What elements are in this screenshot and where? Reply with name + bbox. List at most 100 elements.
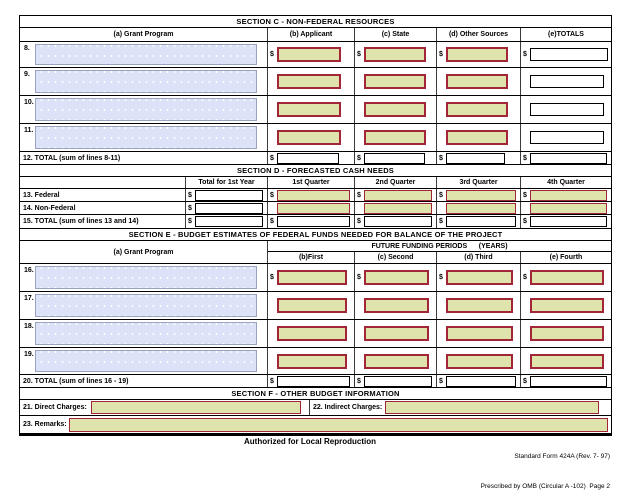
line-11-other-sources-input[interactable] — [446, 130, 508, 145]
line-15-total-1st-year-input[interactable] — [195, 216, 263, 227]
dollar-sign: $ — [439, 377, 443, 385]
line-18-fourth-year-input[interactable] — [530, 326, 604, 341]
line-12-state-input[interactable] — [364, 152, 425, 164]
line-10-grant-program-input[interactable] — [35, 98, 257, 121]
line-16-grant-program-input[interactable] — [35, 266, 257, 289]
line-14-total-1st-year-input[interactable] — [195, 202, 263, 214]
table-row-line-17: 17. — [20, 292, 611, 320]
line-17-fourth-year-input[interactable] — [530, 298, 604, 313]
line-10-other-sources-input[interactable] — [446, 102, 508, 117]
table-row-line-13: 13. Federal $ $ $ $ $ — [20, 189, 611, 202]
line-19-first-year-input[interactable] — [277, 353, 347, 369]
col-header-fourth-year: (e) Fourth — [549, 254, 583, 261]
line-9-state-input[interactable] — [364, 74, 426, 89]
line-19-grant-program-input[interactable] — [35, 350, 257, 372]
line-9-other-sources-input[interactable] — [446, 74, 508, 89]
line-8-other-sources-input[interactable] — [446, 47, 508, 62]
line-11-applicant-input[interactable] — [277, 130, 341, 145]
line-16-third-year-input[interactable] — [446, 270, 513, 285]
line-8-applicant-input[interactable] — [277, 47, 341, 62]
dollar-sign: $ — [357, 154, 361, 162]
line-15-2nd-quarter-input[interactable] — [364, 216, 432, 227]
dollar-sign: $ — [357, 377, 361, 385]
line-20-second-year-input[interactable] — [364, 375, 432, 387]
line-13-3rd-quarter-input[interactable] — [446, 189, 516, 201]
table-row-line-12-total: 12. TOTAL (sum of lines 8-11) $ $ $ $ — [20, 152, 611, 165]
line-17-second-year-input[interactable] — [364, 298, 429, 313]
dollar-sign: $ — [270, 191, 274, 199]
dollar-sign: $ — [439, 218, 443, 225]
empty-header-cell — [20, 177, 186, 188]
section-f-title: SECTION F - OTHER BUDGET INFORMATION — [20, 388, 611, 400]
line-8-state-input[interactable] — [364, 47, 426, 62]
line-14-3rd-quarter-input[interactable] — [446, 202, 516, 214]
line-9-totals-input[interactable] — [530, 75, 604, 88]
line-17-grant-program-input[interactable] — [35, 294, 257, 317]
line-18-grant-program-input[interactable] — [35, 322, 257, 345]
line-19-fourth-year-input[interactable] — [530, 353, 604, 369]
line-10-state-input[interactable] — [364, 102, 426, 117]
line-20-third-year-input[interactable] — [446, 375, 516, 387]
line-14-non-federal-label: 14. Non-Federal — [20, 202, 186, 214]
dollar-sign: $ — [439, 191, 443, 199]
section-e-header-rows: (a) Grant Program FUTURE FUNDING PERIODS… — [20, 241, 611, 264]
line-23-remarks-input[interactable] — [68, 417, 608, 432]
col-header-applicant: (b) Applicant — [268, 28, 355, 41]
line-14-1st-quarter-input[interactable] — [277, 202, 350, 214]
line-number: 10. — [24, 99, 34, 106]
line-11-grant-program-input[interactable] — [35, 126, 257, 149]
line-13-2nd-quarter-input[interactable] — [364, 189, 432, 201]
line-14-4th-quarter-input[interactable] — [530, 202, 607, 214]
line-13-1st-quarter-input[interactable] — [277, 189, 350, 201]
line-15-total-label: 15. TOTAL (sum of lines 13 and 14) — [20, 215, 186, 228]
line-16-first-year-input[interactable] — [277, 270, 347, 285]
line-9-applicant-input[interactable] — [277, 74, 341, 89]
line-13-total-1st-year-input[interactable] — [195, 189, 263, 201]
line-18-second-year-input[interactable] — [364, 326, 429, 341]
line-number: 8. — [24, 45, 30, 52]
col-header-grant-program-e: (a) Grant Program — [20, 241, 268, 263]
line-10-applicant-input[interactable] — [277, 102, 341, 117]
line-12-applicant-input[interactable] — [277, 152, 339, 164]
line-11-totals-input[interactable] — [530, 131, 604, 144]
form-number-line: Standard Form 424A (Rev. 7- 97) — [514, 453, 610, 460]
line-18-first-year-input[interactable] — [277, 326, 347, 341]
section-c-title: SECTION C - NON-FEDERAL RESOURCES — [20, 16, 611, 28]
dollar-sign: $ — [357, 191, 361, 199]
line-19-third-year-input[interactable] — [446, 353, 513, 369]
line-21-direct-charges-input[interactable] — [90, 401, 301, 414]
line-19-second-year-input[interactable] — [364, 353, 429, 369]
line-10-totals-input[interactable] — [530, 103, 604, 116]
line-17-third-year-input[interactable] — [446, 298, 513, 313]
table-row-line-15-total: 15. TOTAL (sum of lines 13 and 14) $ $ $… — [20, 215, 611, 229]
line-11-state-input[interactable] — [364, 130, 426, 145]
dollar-sign: $ — [439, 154, 443, 162]
line-16-fourth-year-input[interactable] — [530, 270, 604, 285]
line-8-totals-input[interactable] — [530, 48, 608, 61]
line-17-first-year-input[interactable] — [277, 298, 347, 313]
line-9-grant-program-input[interactable] — [35, 70, 257, 93]
line-12-totals-input[interactable] — [530, 152, 607, 164]
line-16-second-year-input[interactable] — [364, 270, 429, 285]
dollar-sign: $ — [523, 154, 527, 162]
line-14-2nd-quarter-input[interactable] — [364, 202, 432, 214]
dollar-sign: $ — [357, 51, 361, 58]
line-18-third-year-input[interactable] — [446, 326, 513, 341]
dollar-sign: $ — [188, 191, 192, 199]
line-21-direct-charges-label: 21. Direct Charges: — [23, 404, 87, 411]
col-header-grant-program: (a) Grant Program — [20, 28, 268, 41]
line-13-4th-quarter-input[interactable] — [530, 189, 607, 201]
line-15-4th-quarter-input[interactable] — [530, 216, 607, 227]
line-20-first-year-input[interactable] — [277, 375, 350, 387]
line-number: 19. — [24, 351, 34, 358]
col-header-3rd-quarter: 3rd Quarter — [437, 177, 521, 188]
line-22-indirect-charges-input[interactable] — [385, 401, 600, 414]
line-8-grant-program-input[interactable] — [35, 44, 257, 65]
line-22-indirect-charges-label: 22. Indirect Charges: — [313, 404, 383, 411]
line-15-3rd-quarter-input[interactable] — [446, 216, 516, 227]
line-12-other-sources-input[interactable] — [446, 152, 505, 164]
line-15-1st-quarter-input[interactable] — [277, 216, 350, 227]
line-number: 11. — [24, 127, 34, 134]
line-20-fourth-year-input[interactable] — [530, 375, 607, 387]
dollar-sign: $ — [523, 377, 527, 385]
